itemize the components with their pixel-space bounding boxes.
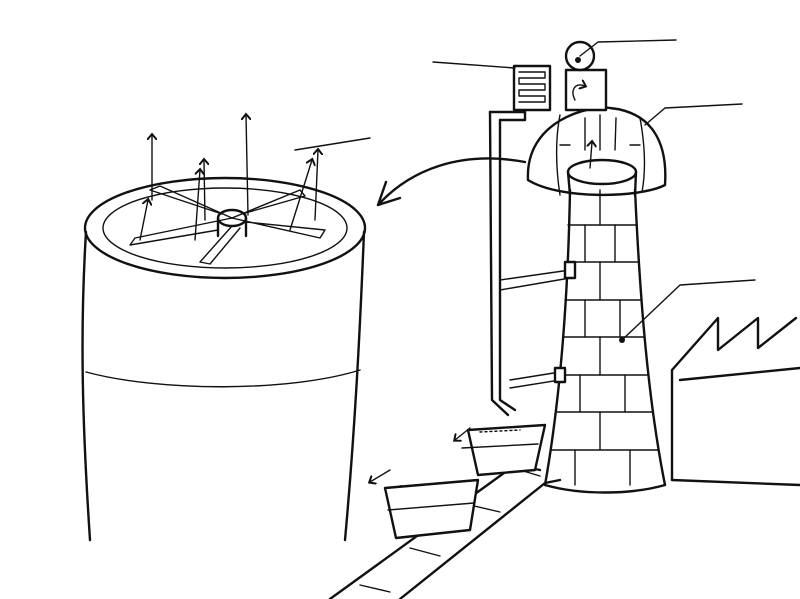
leader-line: [294, 137, 371, 151]
factory-building: [670, 316, 800, 487]
airflow-arrows: [139, 115, 318, 241]
heat-exchanger: [512, 40, 608, 112]
flow-arrowhead: [376, 180, 402, 207]
dome: [526, 106, 667, 197]
pipe: [488, 108, 577, 417]
crate-back: [455, 423, 547, 477]
crate-front: [370, 469, 480, 540]
fan-icon: [129, 185, 326, 265]
leader-lines: [432, 39, 756, 343]
cooling-tower: [81, 176, 367, 542]
flow-arrow: [376, 157, 527, 207]
chimney-tower: [543, 158, 667, 494]
